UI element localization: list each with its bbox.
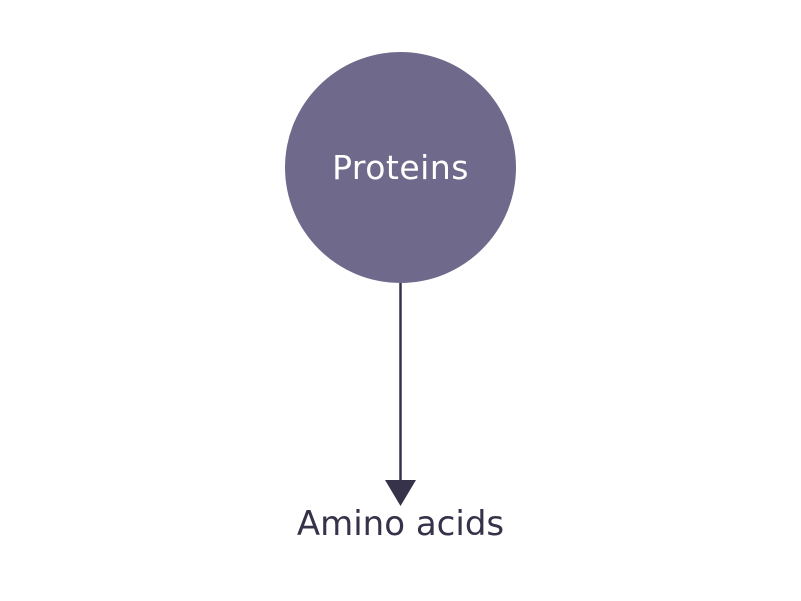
amino-acids-label: Amino acids <box>296 504 505 544</box>
proteins-node-label: Proteins <box>332 148 469 187</box>
arrowhead-icon <box>385 480 416 506</box>
proteins-node: Proteins <box>285 52 516 283</box>
